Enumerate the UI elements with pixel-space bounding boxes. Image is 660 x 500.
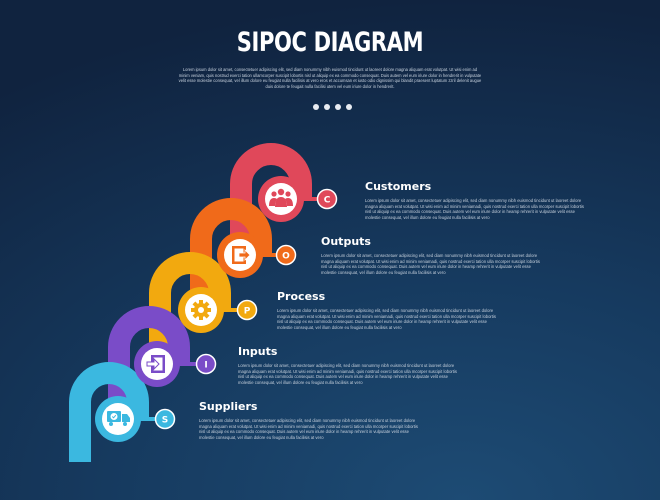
sign-in-icon	[146, 355, 165, 373]
step-process: Process Lorem ipsum dolor sit amet, cons…	[277, 290, 499, 330]
dot-2	[324, 104, 330, 110]
step-inputs: Inputs Lorem ipsum dolor sit amet, conse…	[238, 345, 460, 385]
arch-inputs	[108, 306, 190, 414]
step-desc-customers: Lorem ipsum dolor sit amet, consectetuer…	[365, 198, 585, 220]
letter-c: C	[324, 196, 331, 206]
dot-3	[335, 104, 341, 110]
gear-icon	[191, 300, 211, 320]
arch-outputs	[190, 198, 272, 305]
node-customers: C	[258, 176, 338, 222]
letter-p: P	[244, 307, 251, 317]
arch-suppliers	[69, 362, 149, 462]
step-title-customers: Customers	[365, 180, 432, 193]
step-title-outputs: Outputs	[321, 235, 371, 248]
step-title-suppliers: Suppliers	[199, 400, 258, 413]
node-inputs: I	[134, 341, 217, 387]
step-desc-process: Lorem ipsum dolor sit amet, consectetuer…	[277, 308, 497, 330]
step-desc-suppliers: Lorem ipsum dolor sit amet, consectetuer…	[199, 418, 419, 440]
node-process: P	[178, 287, 258, 333]
sign-out-icon	[232, 246, 251, 264]
page-title: SIPOC DIAGRAM	[236, 27, 424, 58]
arch-process	[149, 252, 231, 360]
node-suppliers: S	[95, 396, 176, 442]
node-outputs: O	[217, 232, 297, 278]
users-group-icon	[269, 188, 293, 207]
page-subtitle: Lorem ipsum dolor sit amet, consectetuer…	[178, 67, 482, 89]
step-desc-outputs: Lorem ipsum dolor sit amet, consectetuer…	[321, 253, 541, 275]
letter-o: O	[282, 252, 290, 262]
step-outputs: Outputs Lorem ipsum dolor sit amet, cons…	[321, 235, 543, 275]
letter-s: S	[162, 416, 168, 426]
letter-i: I	[204, 361, 207, 371]
step-title-inputs: Inputs	[238, 345, 278, 358]
step-desc-inputs: Lorem ipsum dolor sit amet, consectetuer…	[238, 363, 458, 385]
step-customers: Customers Lorem ipsum dolor sit amet, co…	[365, 180, 587, 220]
truck-check-icon	[107, 411, 130, 426]
step-suppliers: Suppliers Lorem ipsum dolor sit amet, co…	[199, 400, 421, 440]
dot-4	[346, 104, 352, 110]
step-title-process: Process	[277, 290, 326, 303]
dot-1	[313, 104, 319, 110]
arch-customers	[230, 143, 312, 250]
pagination-dots	[313, 104, 352, 110]
